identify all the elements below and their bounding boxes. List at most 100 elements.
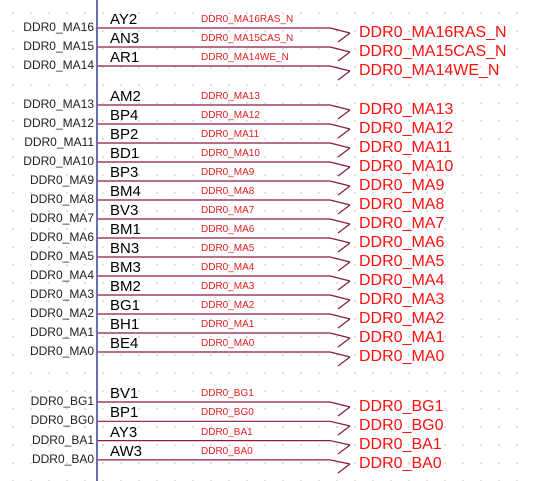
port-label: DDR0_MA16RAS_N [359, 24, 507, 41]
port-arrow [329, 351, 351, 358]
pin-number: BM3 [110, 259, 141, 276]
port-label: DDR0_MA4 [359, 272, 445, 289]
port-arrow [337, 444, 351, 455]
net-label: DDR0_MA11 [201, 129, 260, 140]
net-label: DDR0_BA1 [201, 426, 253, 438]
net-label: DDR0_MA16RAS_N [201, 14, 294, 25]
pin-number: BP1 [110, 404, 139, 422]
port-arrow [329, 313, 351, 320]
pin-number: AY3 [110, 423, 138, 441]
port-arrow [337, 337, 351, 348]
net-label: DDR0_MA0 [201, 338, 255, 349]
pin-name-label: DDR0_MA0 [29, 344, 94, 358]
net-label: DDR0_MA3 [201, 281, 255, 292]
pin-number: BP3 [110, 164, 139, 181]
pin-name-label: DDR0_MA2 [29, 306, 94, 320]
port-arrow [329, 420, 351, 427]
net-label: DDR0_MA10 [201, 148, 260, 159]
port-arrow [337, 109, 351, 120]
port-arrow [329, 65, 351, 72]
port-arrow [329, 27, 351, 34]
pin-name-label: DDR0_MA10 [23, 154, 94, 168]
net-label: DDR0_MA9 [201, 167, 255, 178]
pin-number: BE4 [110, 335, 139, 352]
port-arrow [337, 185, 351, 196]
net-label: DDR0_MA13 [201, 91, 260, 102]
port-arrow [329, 104, 351, 111]
port-arrow [329, 459, 351, 465]
pin-name-label: DDR0_MA6 [29, 230, 94, 244]
port-arrow [337, 280, 351, 291]
port-arrow [337, 463, 351, 474]
port-label: DDR0_BA1 [359, 436, 442, 453]
pin-number: BP4 [110, 107, 139, 124]
pin-name-label: DDR0_MA11 [24, 135, 94, 149]
pin-name-label: DDR0_MA8 [29, 192, 94, 206]
pin-name-label: DDR0_BG0 [30, 413, 94, 428]
pin-number: BM1 [110, 221, 141, 238]
pin-name-label: DDR0_MA4 [29, 268, 94, 282]
port-arrow [337, 261, 351, 272]
pin-name-label: DDR0_BA0 [31, 451, 94, 466]
pin-name-label: DDR0_MA12 [23, 116, 94, 130]
pin-number: AM2 [110, 88, 141, 105]
port-arrow [329, 142, 351, 149]
pin-name-label: DDR0_MA5 [29, 249, 94, 263]
pin-name-label: DDR0_MA9 [29, 173, 94, 187]
net-label: DDR0_MA15CAS_N [201, 33, 294, 44]
port-label: DDR0_MA13 [359, 101, 454, 118]
port-arrow [337, 223, 351, 234]
port-arrow [337, 51, 351, 62]
net-label: DDR0_BG0 [201, 407, 254, 419]
port-arrow [337, 204, 351, 215]
port-arrow [329, 237, 351, 244]
pin-number: BM2 [110, 278, 141, 295]
net-label: DDR0_BG1 [201, 388, 254, 399]
pin-name-label: DDR0_MA1 [29, 325, 94, 339]
port-arrow [329, 256, 351, 263]
net-label: DDR0_MA6 [201, 224, 255, 235]
port-arrow [337, 425, 351, 436]
port-label: DDR0_MA1 [359, 329, 445, 346]
port-label: DDR0_MA11 [359, 139, 453, 156]
port-label: DDR0_MA15CAS_N [359, 43, 507, 60]
port-arrow [329, 46, 351, 53]
port-arrow [337, 242, 351, 253]
port-arrow [337, 356, 351, 367]
pin-name-label: DDR0_MA14 [23, 58, 94, 72]
port-arrow [329, 180, 351, 187]
pin-number: AN3 [110, 30, 140, 47]
pin-name-label: DDR0_MA15 [23, 39, 94, 53]
port-label: DDR0_MA14WE_N [359, 62, 500, 79]
port-arrow [337, 32, 351, 43]
net-label: DDR0_MA4 [201, 262, 255, 273]
port-label: DDR0_BG0 [359, 417, 444, 434]
port-label: DDR0_MA0 [359, 348, 445, 365]
port-arrow [329, 123, 351, 130]
port-label: DDR0_BA0 [359, 455, 442, 472]
port-arrow [337, 406, 351, 417]
pin-name-label: DDR0_MA16 [23, 20, 94, 34]
pin-number: AR1 [110, 49, 140, 66]
pin-name-label: DDR0_BG1 [30, 394, 94, 408]
pin-number: BN3 [110, 240, 140, 257]
port-label: DDR0_MA2 [359, 310, 445, 327]
port-arrow [337, 70, 351, 81]
port-label: DDR0_MA10 [359, 158, 454, 175]
port-arrow [329, 294, 351, 301]
pin-number: BG1 [110, 297, 141, 314]
port-arrow [329, 275, 351, 282]
pin-number: AW3 [110, 442, 142, 460]
pin-name-label: DDR0_MA7 [29, 211, 94, 225]
port-label: DDR0_BG1 [359, 398, 444, 415]
pin-number: BV3 [110, 202, 139, 219]
port-arrow [337, 147, 351, 158]
port-label: DDR0_MA3 [359, 291, 445, 308]
net-label: DDR0_MA12 [201, 110, 260, 121]
port-arrow [337, 318, 351, 329]
pin-number: BD1 [110, 145, 140, 162]
net-label: DDR0_BA0 [201, 445, 253, 457]
pin-number: BM4 [110, 183, 141, 200]
net-label: DDR0_MA1 [201, 319, 255, 330]
